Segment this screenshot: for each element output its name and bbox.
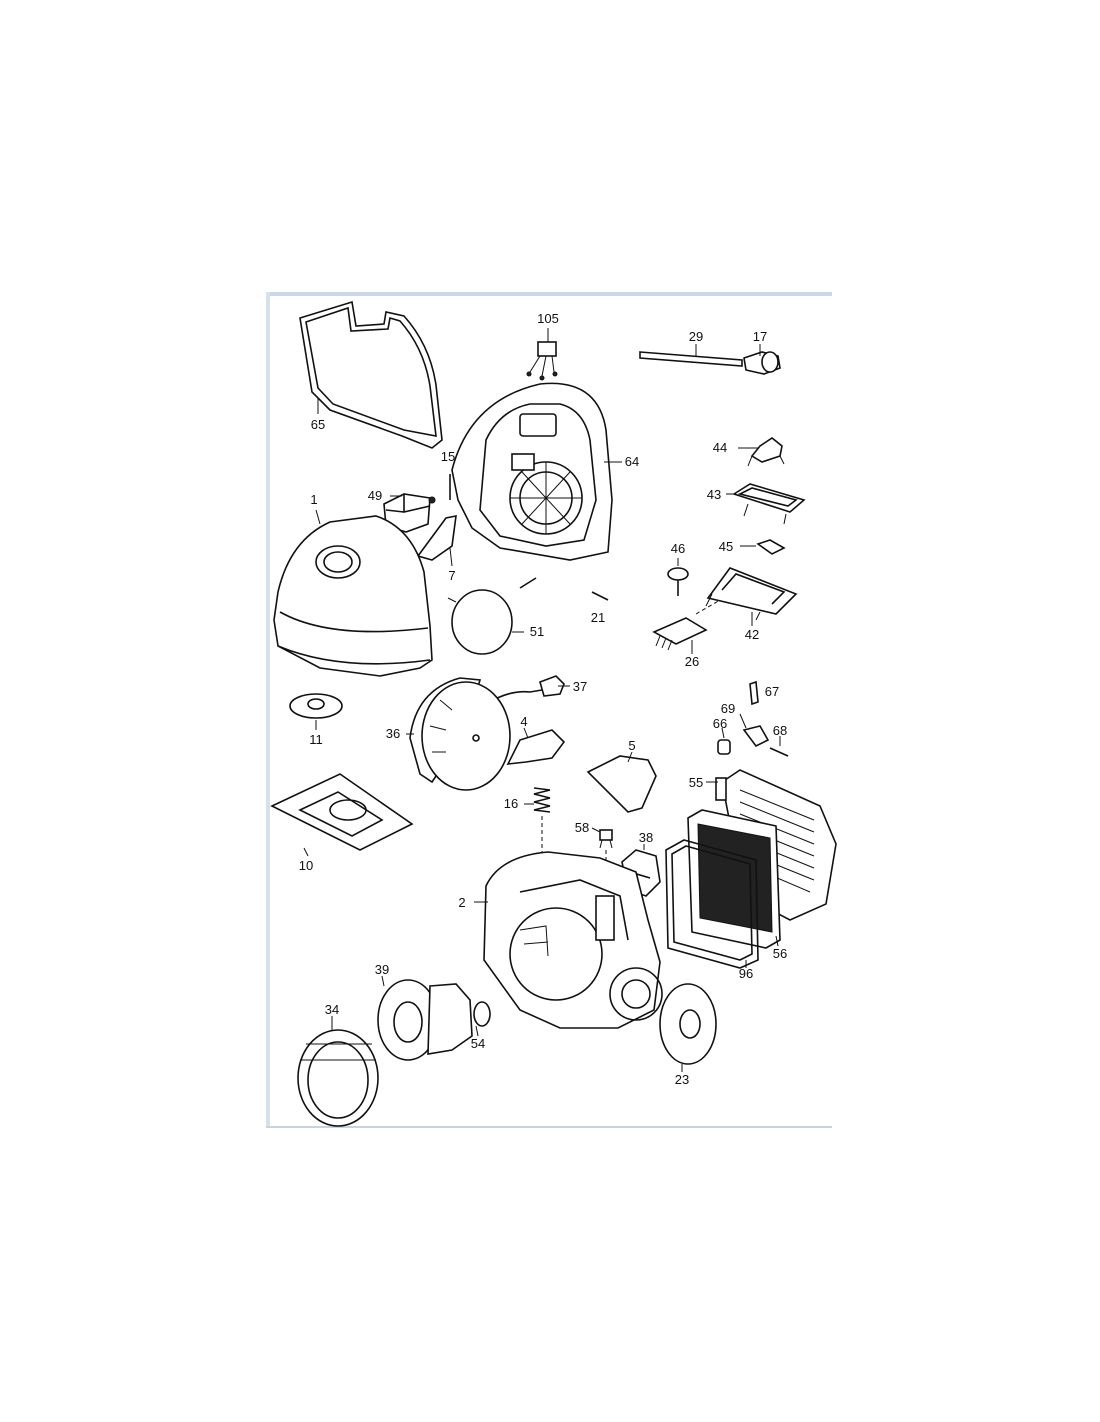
- callout-46: 46: [671, 541, 685, 556]
- part-17-knob: [743, 351, 781, 375]
- part-68-pin: [769, 747, 789, 757]
- part-51-disc: [447, 589, 513, 655]
- callout-49: 49: [368, 488, 382, 503]
- callout-36: 36: [386, 726, 400, 741]
- part-105-component: [526, 341, 558, 381]
- callout-56: 56: [773, 946, 787, 961]
- callout-2: 2: [458, 895, 465, 910]
- part-42-tray: [695, 567, 798, 621]
- callout-64: 64: [625, 454, 639, 469]
- callout-58: 58: [575, 820, 589, 835]
- part-45-plate: [756, 539, 786, 555]
- part-21-screw: [519, 577, 609, 601]
- diagram-frame: [266, 292, 832, 1128]
- callout-5: 5: [628, 738, 635, 753]
- callout-42: 42: [745, 627, 759, 642]
- part-58-switch: [599, 829, 613, 890]
- part-56-filter: [687, 809, 781, 949]
- callout-15: 15: [441, 449, 455, 464]
- frame-top-edge: [266, 292, 832, 296]
- part-39-motor: [377, 979, 491, 1061]
- callout-43: 43: [707, 487, 721, 502]
- callout-55: 55: [689, 775, 703, 790]
- part-96-gasket: [665, 839, 759, 969]
- part-69-switch: [739, 713, 770, 748]
- part-23-disc: [659, 983, 717, 1065]
- callout-66: 66: [713, 716, 727, 731]
- part-36-cord-reel: [409, 677, 511, 791]
- callout-65: 65: [311, 417, 325, 432]
- callout-11: 11: [309, 732, 323, 747]
- frame-left-edge: [266, 292, 270, 1128]
- callout-54: 54: [471, 1036, 485, 1051]
- part-43-frame: [732, 483, 806, 525]
- callout-69: 69: [721, 701, 735, 716]
- part-34-ring: [297, 1029, 379, 1127]
- callout-67: 67: [765, 684, 779, 699]
- part-44-clip: [747, 437, 785, 467]
- callout-44: 44: [713, 440, 727, 455]
- part-11-cap: [289, 693, 343, 719]
- callout-4: 4: [520, 714, 527, 729]
- part-66-plug: [717, 739, 731, 755]
- part-29-rod: [639, 351, 743, 367]
- callout-29: 29: [689, 329, 703, 344]
- callout-68: 68: [773, 723, 787, 738]
- part-16-spring: [533, 787, 551, 860]
- part-46-knob: [667, 567, 689, 596]
- frame-bottom-edge: [266, 1126, 832, 1128]
- part-26-plate: [652, 617, 708, 651]
- part-4-cover: [506, 729, 566, 765]
- part-65-gasket: [299, 300, 443, 449]
- callout-51: 51: [530, 624, 544, 639]
- part-1-lid: [273, 515, 433, 677]
- part-64-rear-housing: [451, 382, 613, 561]
- callout-16: 16: [504, 796, 518, 811]
- callout-26: 26: [685, 654, 699, 669]
- callout-96: 96: [739, 966, 753, 981]
- callout-39: 39: [375, 962, 389, 977]
- part-5-cover: [586, 755, 657, 813]
- callout-17: 17: [753, 329, 767, 344]
- callout-105: 105: [537, 311, 559, 326]
- callout-45: 45: [719, 539, 733, 554]
- callout-34: 34: [325, 1002, 339, 1017]
- part-2-main-body: [483, 851, 663, 1029]
- part-10-bag-plate: [270, 773, 414, 851]
- callout-23: 23: [675, 1072, 689, 1087]
- callout-37: 37: [573, 679, 587, 694]
- part-67-clip: [749, 680, 759, 706]
- part-49-block: [383, 493, 436, 533]
- part-37-cable: [489, 675, 565, 703]
- callout-1: 1: [310, 492, 317, 507]
- callout-10: 10: [299, 858, 313, 873]
- callout-38: 38: [639, 830, 653, 845]
- callout-7: 7: [448, 568, 455, 583]
- callout-21: 21: [591, 610, 605, 625]
- part-7-bracket: [416, 514, 457, 561]
